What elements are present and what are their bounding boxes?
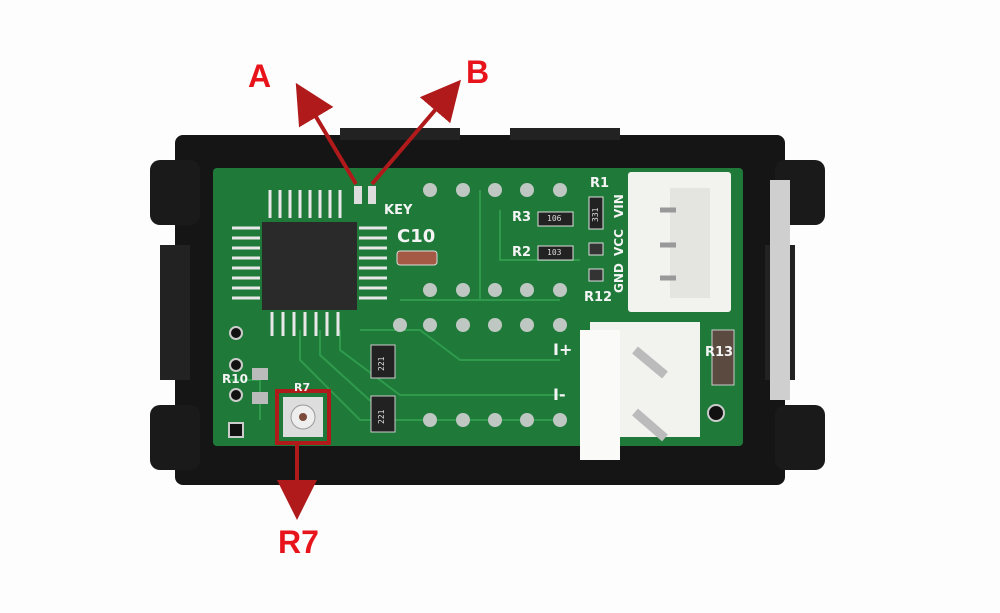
capacitor-c10 — [396, 250, 438, 266]
silk-c10: C10 — [397, 226, 436, 247]
silk-r13: R13 — [705, 345, 734, 360]
mcu-chip — [232, 190, 387, 336]
silk-r2: R2 — [512, 245, 532, 260]
silk-r3: R3 — [512, 210, 532, 225]
silk-i-plus: I+ — [553, 340, 573, 359]
silk-r12: R12 — [584, 290, 613, 305]
silk-vcc: VCC — [612, 229, 626, 256]
r3-code: 106 — [547, 214, 562, 223]
rn1-code: 221 — [377, 356, 386, 371]
annotation-b: B — [466, 54, 490, 90]
silk-vin: VIN — [612, 194, 626, 218]
rn2-code: 221 — [377, 409, 386, 424]
r2-code: 103 — [547, 248, 562, 257]
annotation-a: A — [248, 58, 272, 94]
power-connector — [628, 172, 731, 312]
highlight-box — [275, 389, 331, 445]
through-hole-pads — [393, 183, 567, 427]
silk-key: KEY — [384, 203, 413, 218]
silk-r10: R10 — [222, 372, 248, 386]
silk-i-minus: I- — [553, 385, 566, 404]
current-connector — [580, 322, 700, 460]
silk-r1: R1 — [590, 176, 610, 191]
annotation-arrows — [277, 79, 461, 520]
annotation-r7: R7 — [278, 524, 319, 560]
silk-r7: R7 — [294, 381, 311, 394]
trimmer-potentiometer-r7 — [275, 389, 331, 445]
r1-code: 331 — [591, 207, 600, 222]
silk-gnd: GND — [612, 263, 626, 293]
